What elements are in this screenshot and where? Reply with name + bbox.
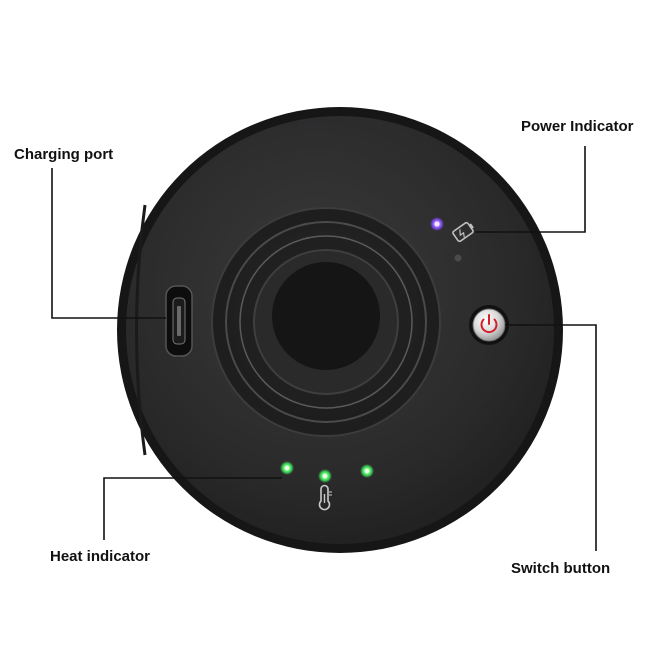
charging-port-label: Charging port <box>14 146 114 163</box>
heat-led-1 <box>280 461 294 475</box>
heat-led-2 <box>318 469 332 483</box>
switch-button-label: Switch button <box>511 560 611 577</box>
leader-line-charging <box>51 168 166 319</box>
heat-indicator-label: Heat indicator <box>50 548 151 565</box>
battery-icon <box>452 221 474 243</box>
power-icon <box>480 314 498 334</box>
charging-port-icon[interactable] <box>165 285 193 357</box>
switch-button[interactable] <box>469 305 509 345</box>
thermometer-icon <box>318 484 332 511</box>
power-indicator-led <box>430 217 444 231</box>
center-recess <box>272 262 380 370</box>
leader-line-heat <box>103 477 282 540</box>
body-seam <box>135 204 147 456</box>
power-indicator-label: Power Indicator <box>521 118 634 135</box>
heat-led-3 <box>360 464 374 478</box>
sensor-dot <box>454 254 462 262</box>
leader-line-power <box>475 146 586 233</box>
leader-line-switch <box>505 324 597 551</box>
